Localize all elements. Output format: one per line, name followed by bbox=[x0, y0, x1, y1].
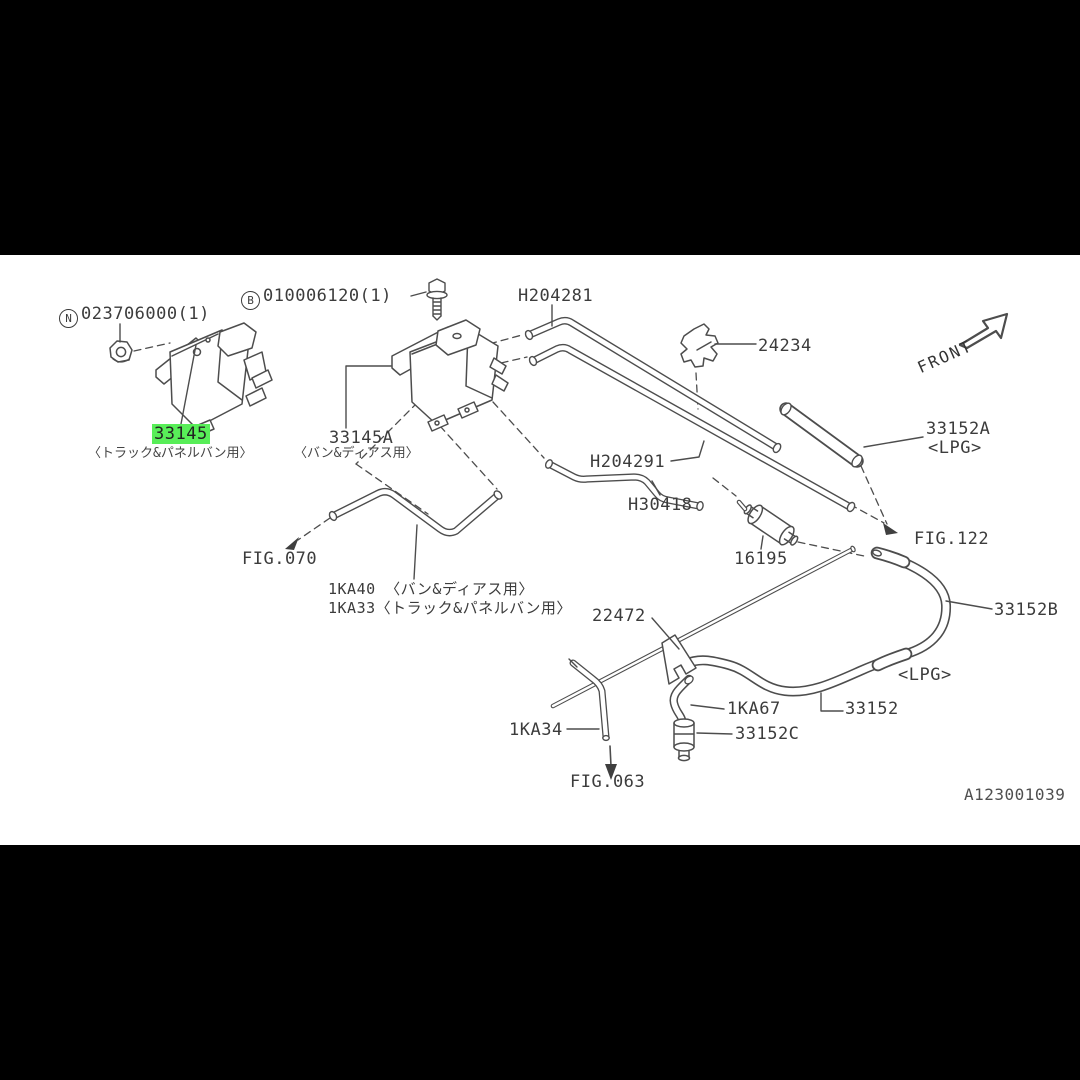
fig-070-ref: FIG.070 bbox=[242, 549, 318, 569]
front-arrow-icon bbox=[958, 312, 1009, 350]
callout-33152c: 33152C bbox=[735, 724, 800, 744]
callout-h30418: H30418 bbox=[628, 495, 693, 515]
callout-1ka40: 1KA40 〈バン&ディアス用〉 bbox=[328, 580, 534, 598]
callout-1ka34: 1KA34 bbox=[509, 720, 563, 740]
callout-h204281: H204281 bbox=[518, 286, 594, 306]
callout-h204291: H204291 bbox=[590, 452, 666, 472]
filter-16195-drawing bbox=[736, 499, 799, 546]
fitting-33152c-drawing bbox=[673, 718, 695, 762]
lpg-tag-a: <LPG> bbox=[928, 438, 982, 458]
drawing-number: A123001039 bbox=[964, 785, 1066, 804]
hose-1ka34-drawing bbox=[568, 658, 617, 780]
callout-22472: 22472 bbox=[592, 606, 646, 626]
callout-33152b: 33152B bbox=[994, 600, 1059, 620]
note-33145: 〈トラック&パネルバン用〉 bbox=[88, 446, 253, 461]
hose-h30418-drawing bbox=[544, 459, 704, 512]
pipe-33152a-drawing bbox=[779, 402, 864, 468]
lpg-tag-b: <LPG> bbox=[898, 665, 952, 685]
callout-24234: 24234 bbox=[758, 336, 812, 356]
callout-1ka33: 1KA33〈トラック&パネルバン用〉 bbox=[328, 599, 572, 617]
letterbox-top bbox=[0, 0, 1080, 255]
callout-33145a: 33145A bbox=[329, 428, 394, 448]
callout-1ka67: 1KA67 bbox=[727, 699, 781, 719]
circled-n-icon: N bbox=[59, 309, 78, 328]
bolt-drawing bbox=[426, 278, 448, 321]
hose-1ka40-drawing bbox=[328, 487, 503, 537]
valve-33145a-drawing bbox=[391, 319, 509, 432]
callout-33152: 33152 bbox=[845, 699, 899, 719]
letterbox-bottom bbox=[0, 845, 1080, 1080]
fuel-pipe-drawing bbox=[550, 545, 856, 709]
hose-h204281-drawing bbox=[524, 316, 782, 454]
hose-1ka67-drawing bbox=[669, 674, 694, 725]
note-33145a: 〈バン&ディアス用〉 bbox=[294, 446, 419, 461]
callout-33152a: 33152A bbox=[926, 419, 991, 439]
clamp-22472-drawing bbox=[661, 634, 697, 685]
valve-33145-drawing bbox=[155, 322, 273, 436]
fig-arrows bbox=[285, 523, 898, 550]
circled-b-icon: B bbox=[241, 291, 260, 310]
leader-lines bbox=[119, 291, 993, 735]
clip-24234-drawing bbox=[680, 323, 719, 368]
callout-16195: 16195 bbox=[734, 549, 788, 569]
callout-33145: 33145 bbox=[152, 424, 210, 444]
nut-drawing bbox=[109, 340, 133, 363]
hose-h204291-drawing bbox=[528, 343, 856, 513]
fig-063-ref: FIG.063 bbox=[570, 772, 646, 792]
highlighted-part-number: 33145 bbox=[152, 424, 210, 444]
fig-122-ref: FIG.122 bbox=[914, 529, 990, 549]
